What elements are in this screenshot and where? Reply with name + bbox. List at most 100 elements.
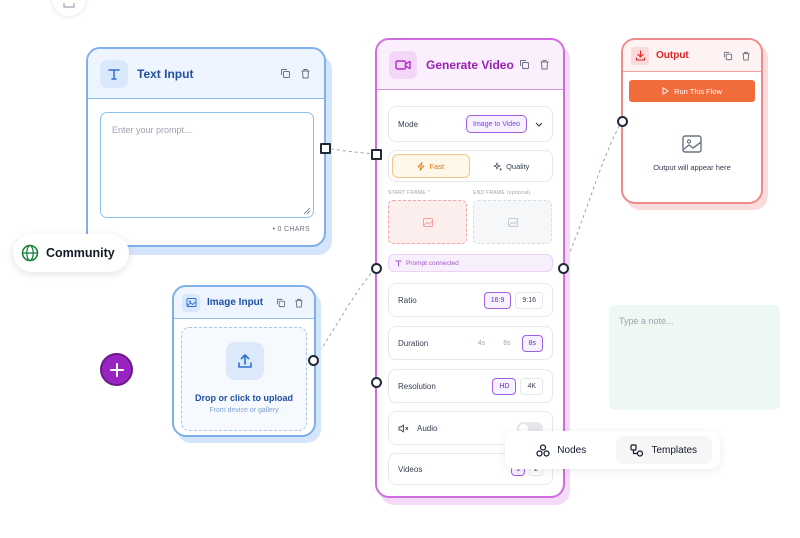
top-corner-button[interactable] [52, 0, 86, 16]
drop-title: Drop or click to upload [194, 393, 293, 403]
speed-option-fast[interactable]: Fast [392, 154, 470, 178]
speed-option-quality[interactable]: Quality [474, 154, 550, 178]
generate-extra-input-port[interactable] [371, 377, 382, 388]
output-title: Output [656, 50, 689, 61]
plus-icon [109, 362, 124, 377]
trash-icon[interactable] [739, 49, 753, 63]
duplicate-icon[interactable] [278, 67, 292, 81]
mode-label: Mode [398, 119, 419, 129]
duplicate-icon[interactable] [517, 58, 531, 72]
resolution-row: Resolution HD 4K [388, 369, 553, 403]
duration-option-4s[interactable]: 4s [477, 339, 486, 347]
ratio-option-16-9[interactable]: 16:9 [483, 291, 512, 309]
start-frame-slot[interactable] [388, 200, 467, 244]
generate-video-header[interactable]: Generate Video [377, 40, 563, 90]
duration-row: Duration 4s 6s 8s [388, 326, 553, 360]
run-flow-button[interactable]: Run This Flow [629, 80, 755, 102]
output-header[interactable]: Output [623, 40, 761, 72]
text-output-port[interactable] [320, 143, 331, 154]
mode-select[interactable]: Image to Video [466, 115, 527, 133]
speed-fast-label: Fast [429, 161, 445, 171]
sticky-note[interactable]: Type a note... [609, 305, 780, 410]
image-output-port[interactable] [308, 355, 319, 366]
tray-icon [63, 3, 75, 8]
text-input-title: Text Input [137, 66, 194, 81]
image-placeholder-icon [422, 217, 433, 227]
duplicate-icon[interactable] [721, 49, 735, 63]
duplicate-icon[interactable] [274, 296, 288, 310]
generate-video-title: Generate Video [426, 57, 514, 72]
nodes-button[interactable]: Nodes [513, 436, 610, 464]
image-input-header[interactable]: Image Input [174, 287, 314, 319]
prompt-connected-badge: Prompt connected [388, 254, 553, 272]
end-frame-slot[interactable] [473, 200, 552, 244]
resolution-label: Resolution [398, 381, 436, 391]
mode-row: Mode Image to Video [388, 106, 553, 142]
speed-quality-label: Quality [506, 161, 530, 171]
image-placeholder-icon [507, 217, 518, 227]
community-button[interactable]: Community [13, 234, 129, 272]
wire-image-to-generate [312, 267, 377, 362]
trash-icon[interactable] [292, 296, 306, 310]
duration-option-6s[interactable]: 6s [503, 339, 511, 347]
run-flow-label: Run This Flow [674, 86, 722, 96]
templates-button[interactable]: Templates [615, 436, 712, 464]
char-count: • 0 CHARS [272, 226, 310, 233]
output-empty-text: Output will appear here [653, 163, 731, 172]
trash-icon[interactable] [298, 67, 312, 81]
play-icon [662, 87, 669, 95]
image-icon [182, 293, 200, 312]
trash-icon[interactable] [537, 58, 551, 72]
text-t-icon [100, 59, 128, 88]
prompt-placeholder: Enter your prompt... [112, 125, 192, 135]
end-frame-label: END FRAME (optional) [473, 190, 531, 196]
sparkles-icon [493, 161, 503, 171]
image-input-title: Image Input [207, 297, 264, 308]
audio-label: Audio [417, 423, 438, 433]
templates-label: Templates [651, 444, 698, 456]
generate-video-node[interactable]: Generate Video Mode Image to Video Fast … [375, 38, 565, 498]
video-camera-icon [389, 50, 417, 79]
prompt-textarea[interactable]: Enter your prompt... [100, 112, 314, 218]
speaker-muted-icon [398, 424, 409, 432]
wire-generate-to-output [562, 120, 623, 269]
globe-icon [21, 244, 39, 262]
duration-option-8s[interactable]: 8s [521, 334, 543, 352]
ratio-label: Ratio [398, 295, 417, 305]
prompt-connected-text: Prompt connected [406, 259, 459, 267]
resolution-option-hd[interactable]: HD [492, 377, 517, 395]
text-input-node[interactable]: Text Input Enter your prompt... • 0 CHAR… [86, 47, 326, 247]
community-label: Community [46, 246, 115, 260]
image-input-node[interactable]: Image Input Drop or click to upload From… [172, 285, 316, 437]
add-node-button[interactable] [100, 353, 133, 386]
nodes-label: Nodes [557, 444, 587, 456]
note-placeholder: Type a note... [619, 316, 674, 326]
upload-icon [226, 342, 264, 380]
nodes-icon [536, 443, 550, 457]
upload-drop-zone[interactable]: Drop or click to upload From device or g… [181, 327, 307, 431]
text-t-icon [395, 260, 402, 266]
ratio-option-9-16[interactable]: 9:16 [515, 291, 543, 309]
text-input-header[interactable]: Text Input [88, 49, 324, 99]
image-icon [682, 135, 702, 153]
chevron-down-icon[interactable] [535, 122, 543, 127]
bottom-toolbar: Nodes Templates [505, 431, 720, 469]
lightning-icon [418, 161, 425, 171]
duration-label: Duration [398, 338, 429, 348]
speed-toggle: Fast Quality [388, 150, 553, 182]
download-icon [631, 46, 649, 65]
wire-text-to-generate [324, 147, 377, 155]
ratio-row: Ratio 16:9 9:16 [388, 283, 553, 317]
resize-handle-icon[interactable] [304, 208, 310, 214]
resolution-option-4k[interactable]: 4K [520, 377, 543, 395]
generate-image-input-port[interactable] [371, 263, 382, 274]
generate-output-port[interactable] [558, 263, 569, 274]
output-input-port[interactable] [617, 116, 628, 127]
templates-icon [630, 443, 644, 457]
drop-subtitle: From device or gallery [209, 407, 279, 414]
videos-label: Videos [398, 464, 423, 474]
start-frame-label: START FRAME * [388, 190, 430, 196]
output-node[interactable]: Output Run This Flow Output will appear … [621, 38, 763, 204]
generate-prompt-input-port[interactable] [371, 149, 382, 160]
